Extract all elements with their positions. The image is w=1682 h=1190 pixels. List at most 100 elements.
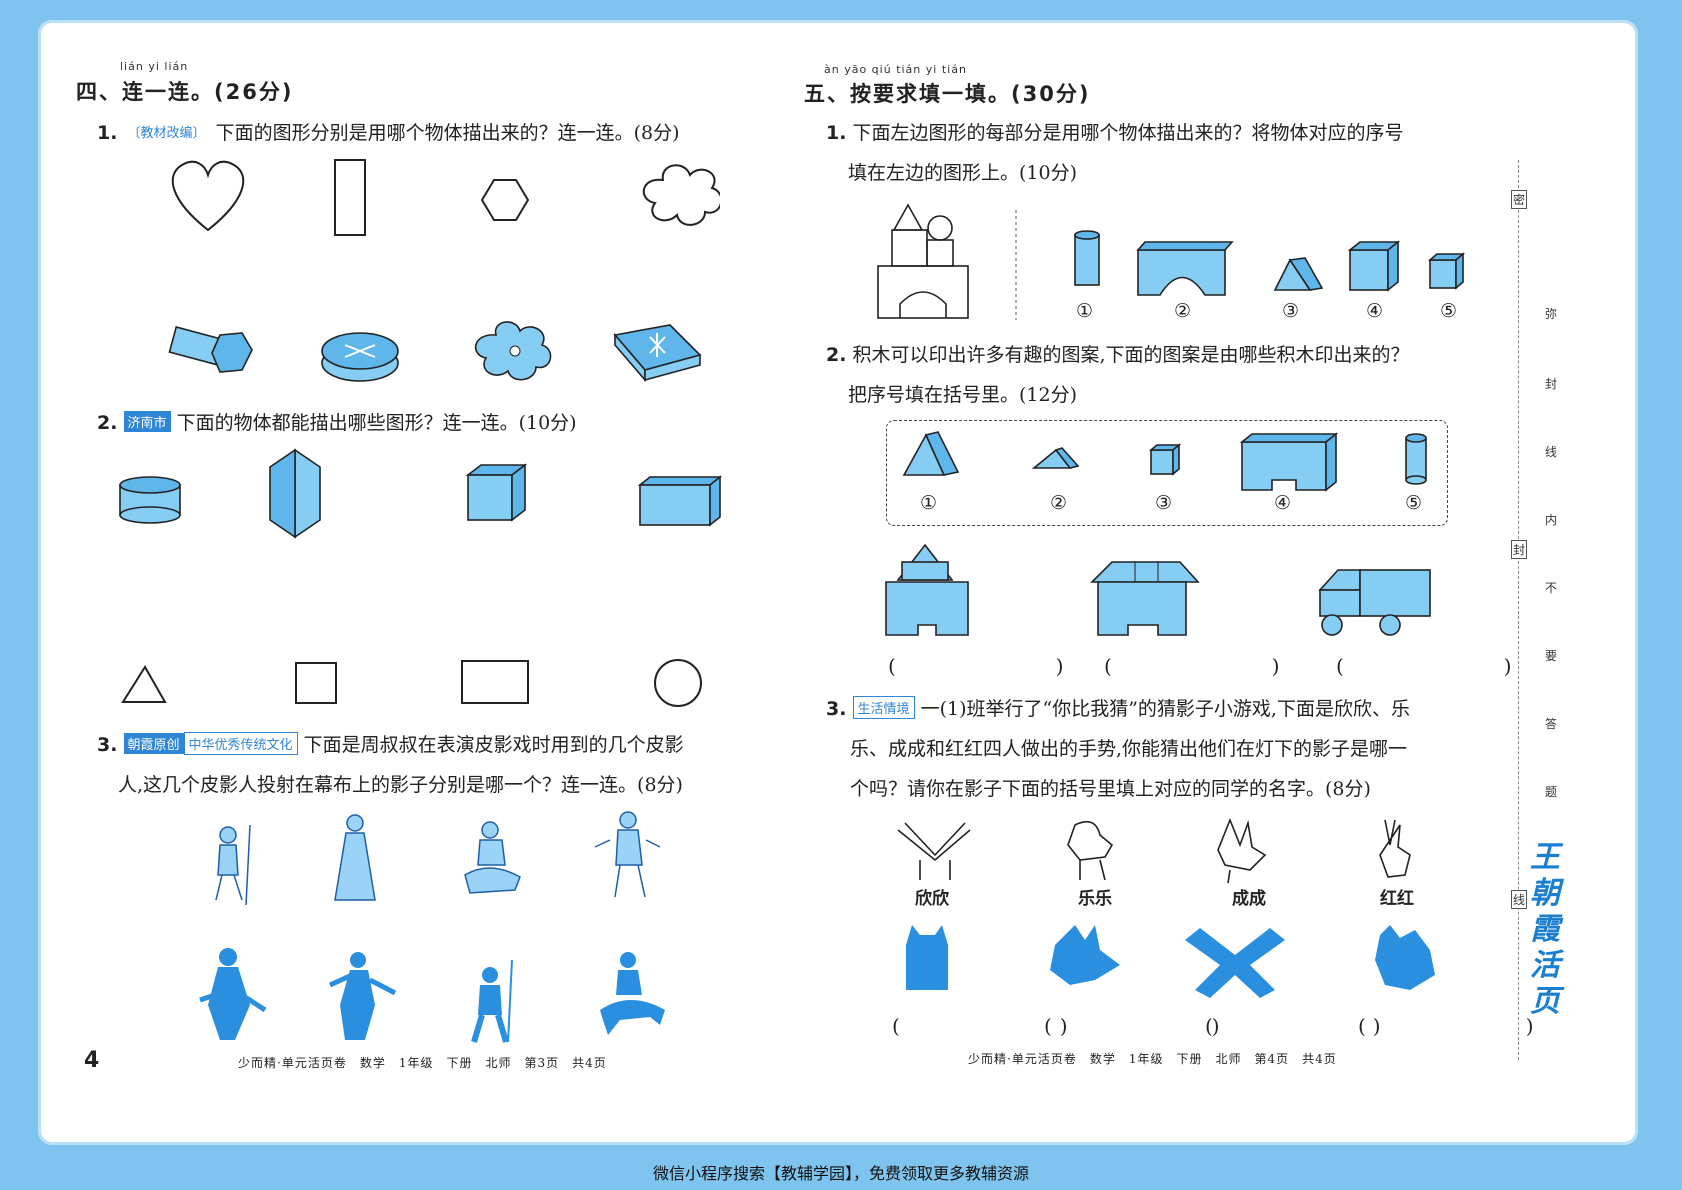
right-q3-answer-3[interactable]: ( ) [1205, 1014, 1421, 1038]
right-q1-label-5: ⑤ [1440, 300, 1458, 322]
triangle-outline [121, 665, 167, 703]
side-text-2: 封 [1545, 377, 1558, 391]
right-q3-number: 3. [826, 698, 847, 720]
block-5-cylinder [1405, 433, 1427, 485]
right-q2-answer-2[interactable]: ( ) [1104, 654, 1320, 678]
right-q2-label-4: ④ [1274, 492, 1292, 514]
section4-pinyin: lián yi lián [120, 60, 189, 73]
cube-object [465, 463, 528, 522]
right-q2-blocks [902, 431, 1427, 492]
student-name-honghong: 红红 [1380, 889, 1414, 909]
hands-dog-gesture [1067, 820, 1114, 881]
right-q2-answer-1[interactable]: ( ) [888, 654, 1104, 678]
side-mark-feng: 封 [1511, 540, 1528, 559]
side-mark-mi: 密 [1511, 190, 1528, 209]
right-q1-label-3: ③ [1282, 300, 1300, 322]
left-q1-text: 下面的图形分别是用哪个物体描出来的？连一连。(8分) [215, 122, 680, 144]
page-number: 4 [84, 1048, 100, 1073]
flower-outline [642, 164, 720, 226]
left-footer: 少而精·单元活页卷 数学 1年级 下册 北师 第3页 共4页 [238, 1056, 607, 1070]
triangular-prism-object [269, 448, 321, 539]
left-q3: 3. 朝霞原创中华优秀传统文化 下面是周叔叔在表演皮影戏时用到的几个皮影 [97, 730, 684, 757]
right-q2-label-5: ⑤ [1405, 492, 1423, 514]
tall-rectangle-outline [334, 159, 366, 236]
right-q2-text-line1: 积木可以印出许多有趣的图案,下面的图案是由哪些积木印出来的？ [852, 344, 1410, 366]
puppet-warrior [594, 811, 661, 898]
student-name-xinxin: 欣欣 [915, 889, 949, 909]
pattern-house-roof [1090, 561, 1200, 636]
left-q2-outline-shapes [121, 659, 702, 707]
right-q2-label-1: ① [920, 492, 938, 514]
block-4-arch-cuboid [1239, 432, 1339, 492]
shadow-bear-cat [906, 925, 948, 990]
section5-pinyin: àn yāo qiú tián yi tián [824, 63, 967, 76]
left-q2: 2. 济南市 下面的物体都能描出哪些图形？连一连。(10分) [97, 408, 577, 435]
left-q3-shadows [199, 948, 665, 1043]
shadow-monkey-king [471, 959, 513, 1043]
right-q1: 1. 下面左边图形的每部分是用哪个物体描出来的？将物体对应的序号 [826, 118, 1404, 145]
heart-outline [171, 160, 245, 232]
shadow-lady [199, 948, 267, 1040]
right-q3-answer-2[interactable]: ( ) [1044, 1014, 1260, 1038]
side-text-5: 不 [1545, 581, 1558, 595]
section4-title: 四、连一连。(26分) [76, 80, 294, 104]
right-q2-text-line2: 把序号填在括号里。(12分) [848, 384, 1078, 406]
right-q3-text-line1: 一(1)班举行了“你比我猜”的猜影子小游戏,下面是欣欣、乐 [920, 698, 1410, 720]
hands-rabbit-gesture [1217, 817, 1267, 884]
left-q3-puppets [215, 811, 661, 906]
left-q2-number: 2. [97, 412, 118, 434]
right-q3-answer-1[interactable]: ( ) [892, 1014, 1108, 1038]
puppet-monkey-king [215, 824, 251, 906]
side-text-1: 弥 [1545, 307, 1558, 321]
cuboid-object [637, 475, 723, 527]
side-mark-xian: 线 [1511, 890, 1528, 909]
castle-outline [877, 203, 969, 319]
circle-outline [654, 659, 702, 707]
shadow-fox [1375, 925, 1435, 990]
right-footer: 少而精·单元活页卷 数学 1年级 下册 北师 第4页 共4页 [968, 1052, 1337, 1066]
puppet-rider [464, 821, 521, 894]
side-text-8: 题 [1545, 785, 1558, 799]
block-1-triangular-prism [902, 431, 960, 476]
left-q3-number: 3. [97, 734, 118, 756]
right-q1-text-line1: 下面左边图形的每部分是用哪个物体描出来的？将物体对应的序号 [852, 122, 1404, 144]
side-text-4: 内 [1545, 513, 1558, 527]
right-q1-text-line2: 填在左边的图形上。(10分) [848, 162, 1078, 184]
brand-logo: 王朝霞活页 [1530, 840, 1560, 1019]
promo-banner: 微信小程序搜索【教辅学园】，免费领取更多教辅资源 [652, 1164, 1029, 1183]
right-q1-label-4: ④ [1366, 300, 1384, 322]
right-q1-figures [877, 203, 1466, 320]
right-q1-label-2: ② [1174, 300, 1192, 322]
right-q3-answer-4[interactable]: ( ) [1358, 1014, 1574, 1038]
hexagon-outline [480, 179, 530, 221]
right-q2-label-2: ② [1050, 492, 1068, 514]
left-q3-text-line1: 下面是周叔叔在表演皮影戏时用到的几个皮影 [303, 734, 684, 756]
left-q1-outline-shapes [171, 159, 720, 236]
hands-eagle-gesture [897, 822, 971, 880]
left-q1-objects [168, 321, 702, 383]
student-name-lele: 乐乐 [1078, 889, 1112, 909]
gift-box-object [613, 324, 702, 383]
left-q1: 1. 〔教材改编〕 下面的图形分别是用哪个物体描出来的？连一连。(8分) [97, 118, 679, 145]
left-q2-text: 下面的物体都能描出哪些图形？连一连。(10分) [176, 412, 577, 434]
shadow-flying-figure [328, 952, 397, 1040]
left-q3-text-line2: 人,这几个皮影人投射在幕布上的影子分别是哪一个？连一连。(8分) [118, 774, 683, 796]
right-q2-answer-3[interactable]: ( ) [1336, 654, 1552, 678]
blocks-box [886, 420, 1448, 526]
shadow-eagle-x [1185, 928, 1285, 998]
arch-block-2 [1136, 241, 1234, 296]
hands-deer-gesture [1379, 819, 1411, 878]
pattern-truck [1318, 569, 1431, 636]
section5-title: 五、按要求填一填。(30分) [804, 82, 1091, 106]
right-q2-label-3: ③ [1155, 492, 1173, 514]
right-q2-patterns [885, 543, 1431, 636]
cube-4 [1347, 240, 1401, 292]
side-text-6: 要 [1545, 649, 1558, 663]
right-q1-number: 1. [826, 122, 847, 144]
right-q3-shadows [906, 925, 1435, 998]
left-q2-tag: 济南市 [123, 411, 171, 432]
shadow-rider [600, 952, 665, 1035]
square-outline [295, 662, 337, 704]
right-q3-text-line3: 个吗？请你在影子下面的括号里填上对应的同学的名字。(8分) [850, 778, 1371, 800]
right-q3-tag: 生活情境 [852, 696, 915, 719]
